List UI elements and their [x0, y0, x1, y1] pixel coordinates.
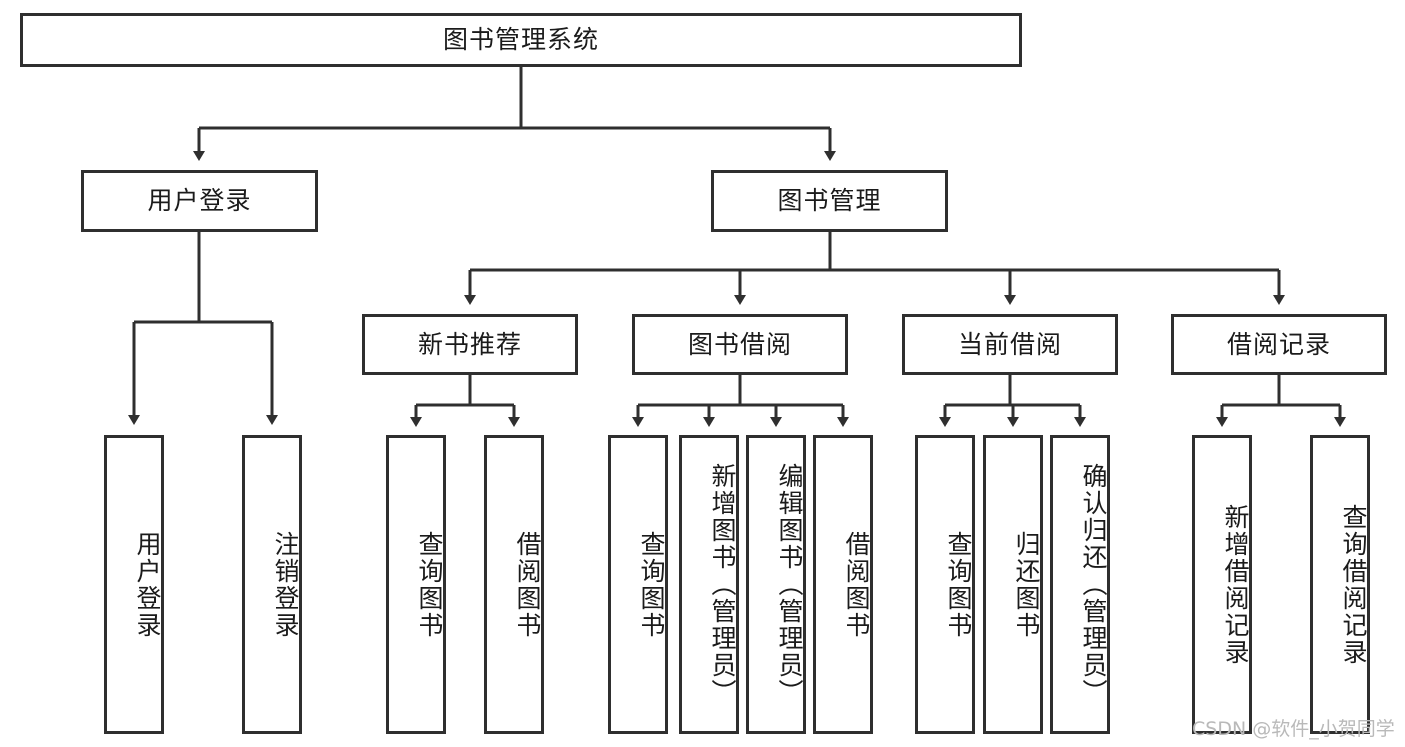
leaf-bb-edit-book[interactable]: 编辑图书（管理员） [746, 435, 806, 734]
leaf-user-logout[interactable]: 注销登录 [242, 435, 302, 734]
node-book-borrow-label: 图书借阅 [687, 329, 792, 359]
node-current-borrow-label: 当前借阅 [957, 329, 1062, 359]
leaf-cb-confirm-return-label: 确认归还（管理员） [1079, 463, 1108, 706]
leaf-rec-query-book-label: 查询图书 [415, 530, 444, 639]
node-current-borrow[interactable]: 当前借阅 [902, 314, 1118, 375]
node-book-manage-label: 图书管理 [777, 186, 882, 216]
leaf-cb-return-book-label: 归还图书 [1012, 530, 1041, 639]
csdn-watermark: CSDN @软件_小贺同学 [1192, 718, 1395, 740]
node-user-login-label: 用户登录 [147, 186, 252, 216]
node-borrow-record[interactable]: 借阅记录 [1171, 314, 1387, 375]
leaf-br-query-record-label: 查询借阅记录 [1339, 503, 1368, 666]
node-new-book-recommend-label: 新书推荐 [417, 329, 522, 359]
leaf-user-login[interactable]: 用户登录 [104, 435, 164, 734]
leaf-user-login-label: 用户登录 [133, 530, 162, 639]
node-new-book-recommend[interactable]: 新书推荐 [362, 314, 578, 375]
leaf-bb-query-book[interactable]: 查询图书 [608, 435, 668, 734]
leaf-bb-add-book[interactable]: 新增图书（管理员） [679, 435, 739, 734]
leaf-user-logout-label: 注销登录 [271, 530, 300, 639]
leaf-rec-borrow-book[interactable]: 借阅图书 [484, 435, 544, 734]
node-borrow-record-label: 借阅记录 [1226, 329, 1331, 359]
leaf-br-add-record[interactable]: 新增借阅记录 [1192, 435, 1252, 734]
leaf-br-add-record-label: 新增借阅记录 [1221, 503, 1250, 666]
leaf-cb-query-book[interactable]: 查询图书 [915, 435, 975, 734]
leaf-bb-query-book-label: 查询图书 [637, 530, 666, 639]
leaf-bb-edit-book-label: 编辑图书（管理员） [775, 463, 804, 706]
node-root-label: 图书管理系统 [442, 25, 599, 55]
leaf-rec-query-book[interactable]: 查询图书 [386, 435, 446, 734]
leaf-cb-query-book-label: 查询图书 [944, 530, 973, 639]
leaf-rec-borrow-book-label: 借阅图书 [513, 530, 542, 639]
node-book-borrow[interactable]: 图书借阅 [632, 314, 848, 375]
leaf-bb-borrow-book[interactable]: 借阅图书 [813, 435, 873, 734]
node-user-login[interactable]: 用户登录 [81, 170, 318, 232]
leaf-bb-add-book-label: 新增图书（管理员） [708, 463, 737, 706]
leaf-cb-confirm-return[interactable]: 确认归还（管理员） [1050, 435, 1110, 734]
node-book-manage[interactable]: 图书管理 [711, 170, 948, 232]
leaf-cb-return-book[interactable]: 归还图书 [983, 435, 1043, 734]
node-root[interactable]: 图书管理系统 [20, 13, 1022, 67]
leaf-br-query-record[interactable]: 查询借阅记录 [1310, 435, 1370, 734]
leaf-bb-borrow-book-label: 借阅图书 [842, 530, 871, 639]
